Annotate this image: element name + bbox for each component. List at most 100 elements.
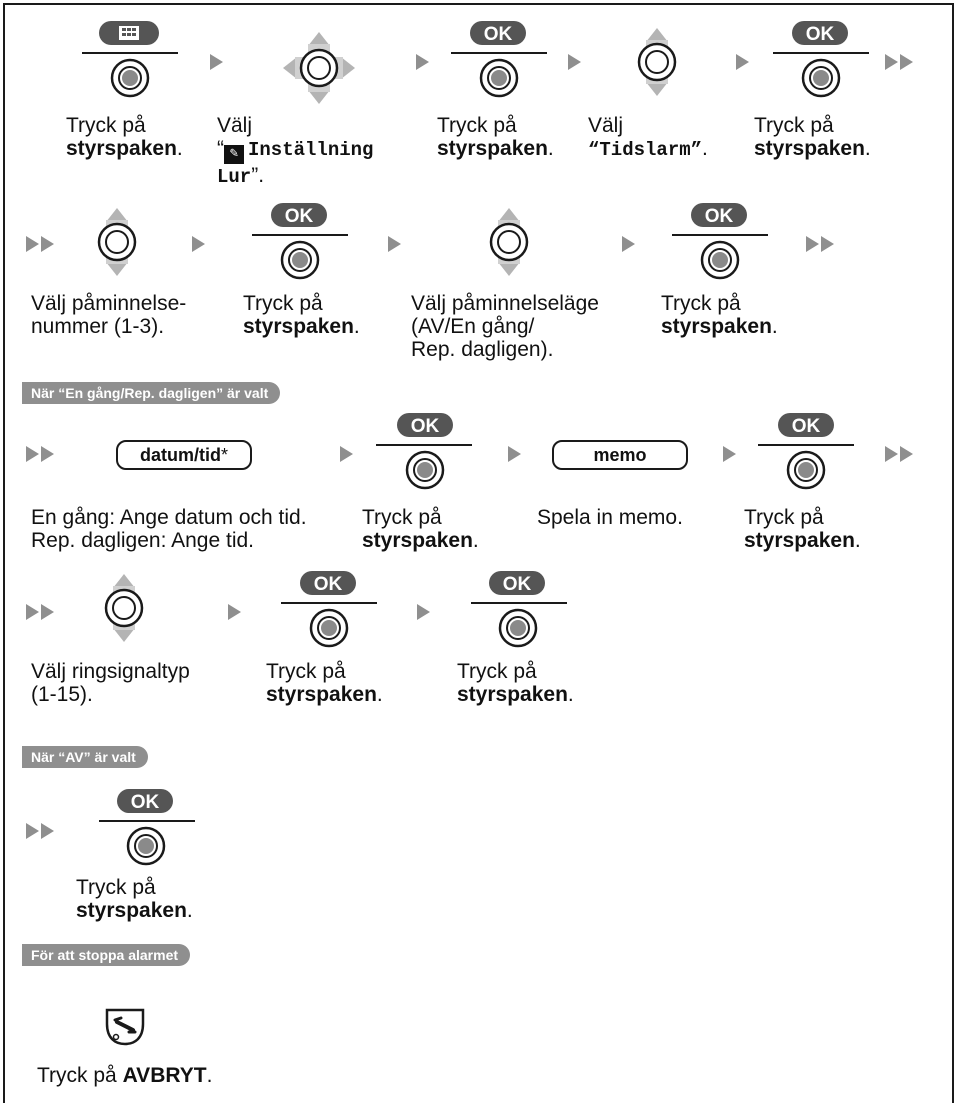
caption-line: (1-15).	[31, 683, 93, 706]
ok-label: OK	[285, 206, 314, 227]
key-underline	[451, 52, 547, 54]
double-triangle-right-icon	[806, 236, 834, 252]
triangle-right-icon	[416, 54, 429, 70]
memo-key-label: memo	[593, 445, 647, 465]
caption-line: Välj	[217, 114, 253, 137]
joystick-icon[interactable]	[498, 608, 538, 648]
caption-ringtone: Välj ringsignaltyp (1-15).	[31, 660, 190, 706]
triangle-right-icon	[508, 446, 521, 462]
key-underline	[252, 234, 348, 236]
joystick-icon[interactable]	[786, 450, 826, 490]
quote-end: ”.	[251, 164, 265, 187]
joystick-icon[interactable]	[700, 240, 740, 280]
caption-bold: styrspaken	[76, 899, 187, 922]
caption-step5: Tryck på styrspaken.	[754, 114, 871, 160]
caption-step3: Tryck på styrspaken.	[437, 114, 554, 160]
triangle-right-icon	[723, 446, 736, 462]
caption-line: Tryck på	[243, 292, 323, 315]
caption-line: Tryck på	[744, 506, 824, 529]
ok-key-icon[interactable]: OK	[488, 570, 546, 598]
caption-bold: styrspaken	[362, 529, 473, 552]
key-underline	[99, 820, 195, 822]
joystick-icon[interactable]	[110, 58, 150, 98]
caption-dot: .	[864, 137, 871, 160]
navigator-4way-icon[interactable]	[283, 32, 355, 104]
caption-line: En gång: Ange datum och tid.	[31, 506, 307, 529]
ok-key-icon[interactable]: OK	[116, 788, 174, 816]
caption-bold: styrspaken	[457, 683, 568, 706]
navigator-updown-icon[interactable]	[97, 208, 137, 276]
section-tag-once: När “En gång/Rep. dagligen” är valt	[22, 382, 281, 404]
joystick-icon[interactable]	[280, 240, 320, 280]
double-triangle-right-icon	[885, 446, 913, 462]
ok-key-icon[interactable]: OK	[270, 202, 328, 230]
caption-line: Tryck på	[266, 660, 346, 683]
menu-key-icon	[99, 21, 159, 45]
ok-key-icon[interactable]: OK	[469, 20, 527, 48]
caption-step2: Välj “✎Inställning Lur”.	[217, 114, 373, 189]
triangle-right-icon	[568, 54, 581, 70]
key-underline	[773, 52, 869, 54]
caption-line: Tryck på	[754, 114, 834, 137]
menu-name: Inställning	[248, 139, 374, 161]
caption-line: Rep. dagligen).	[411, 338, 554, 361]
joystick-icon[interactable]	[309, 608, 349, 648]
page-frame	[3, 3, 954, 1103]
caption-line: Rep. dagligen: Ange tid.	[31, 529, 255, 552]
caption-bold: styrspaken	[66, 137, 177, 160]
ok-key-icon[interactable]: OK	[299, 570, 357, 598]
triangle-right-icon	[417, 604, 430, 620]
ok-label: OK	[806, 24, 835, 45]
pencil-icon: ✎	[224, 145, 244, 164]
joystick-icon[interactable]	[479, 58, 519, 98]
caption-line: Tryck på	[76, 876, 156, 899]
ok-key-icon[interactable]: OK	[777, 412, 835, 440]
navigator-updown-icon[interactable]	[637, 28, 677, 96]
ok-label: OK	[131, 792, 160, 813]
caption-press: Tryck på styrspaken.	[76, 876, 193, 922]
joystick-icon[interactable]	[801, 58, 841, 98]
navigator-updown-icon[interactable]	[104, 574, 144, 642]
caption-datetime: En gång: Ange datum och tid. Rep. daglig…	[31, 506, 307, 552]
caption-line: Tryck på	[457, 660, 537, 683]
caption-bold: styrspaken	[744, 529, 855, 552]
caption-press: Tryck på styrspaken.	[457, 660, 574, 706]
asterisk: *	[220, 445, 228, 465]
caption-dot: .	[376, 683, 383, 706]
caption-line: Tryck på	[661, 292, 741, 315]
caption-dot: .	[206, 1064, 213, 1087]
caption-select-mode: Välj påminnelseläge (AV/En gång/ Rep. da…	[411, 292, 599, 361]
memo-key[interactable]: memo	[552, 440, 688, 470]
double-triangle-right-icon	[885, 54, 913, 70]
caption-line: (AV/En gång/	[411, 315, 535, 338]
caption-line: Tryck på	[362, 506, 442, 529]
triangle-right-icon	[736, 54, 749, 70]
ok-key-icon[interactable]: OK	[396, 412, 454, 440]
datetime-key-label: datum/tid	[139, 445, 221, 465]
caption-step1: Tryck på styrspaken.	[66, 114, 183, 160]
caption-dot: .	[702, 137, 708, 160]
caption-dot: .	[854, 529, 861, 552]
caption-bold: styrspaken	[754, 137, 865, 160]
caption-bold: styrspaken	[243, 315, 354, 338]
caption-dot: .	[472, 529, 479, 552]
key-underline	[758, 444, 854, 446]
cancel-key-label: AVBRYT	[122, 1064, 207, 1087]
ok-label: OK	[411, 416, 440, 437]
joystick-icon[interactable]	[405, 450, 445, 490]
caption-press: Tryck på styrspaken.	[243, 292, 360, 338]
caption-bold: styrspaken	[437, 137, 548, 160]
joystick-icon[interactable]	[126, 826, 166, 866]
ok-key-icon[interactable]: OK	[791, 20, 849, 48]
ok-label: OK	[705, 206, 734, 227]
off-hook-icon[interactable]	[103, 1004, 147, 1048]
navigator-updown-icon[interactable]	[489, 208, 529, 276]
caption-line: nummer (1-3).	[31, 315, 165, 338]
ok-key-icon[interactable]: OK	[690, 202, 748, 230]
caption-dot: .	[771, 315, 778, 338]
menu-name: “Tidslarm”	[588, 139, 703, 161]
caption-line: Välj påminnelseläge	[411, 292, 599, 315]
key-underline	[672, 234, 768, 236]
section-tag-stop: För att stoppa alarmet	[22, 944, 191, 966]
datetime-key[interactable]: datum/tid*	[116, 440, 252, 470]
